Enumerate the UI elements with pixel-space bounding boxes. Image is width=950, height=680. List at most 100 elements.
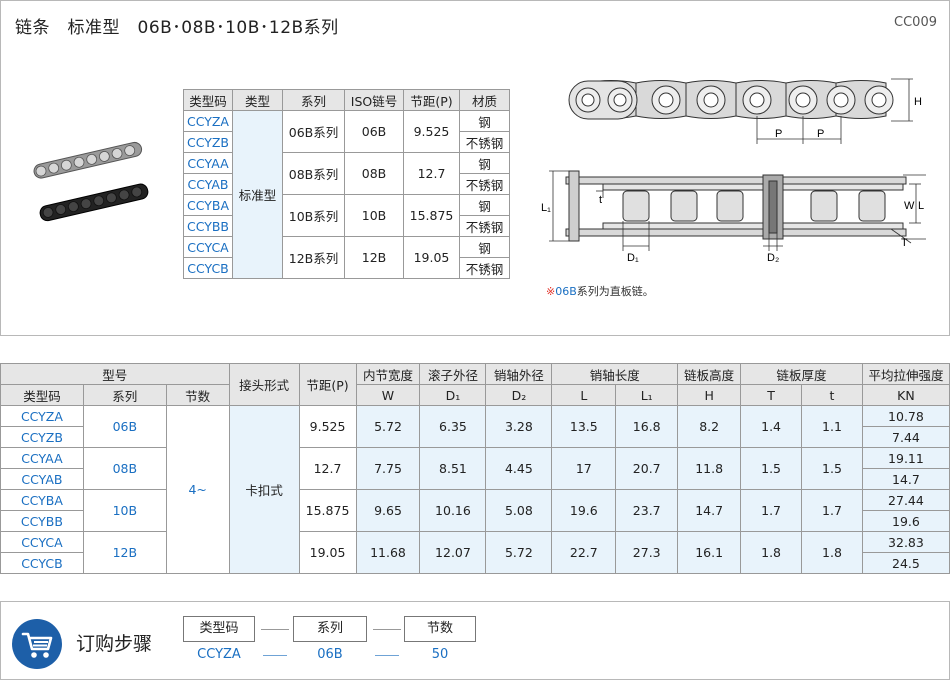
pitch-cell: 12.7 [298,447,357,490]
strength-cell: 14.7 [861,468,950,490]
dim-D2-label: D₂ [767,252,779,264]
type-code-cell: CCYAB [183,173,233,195]
pitch-cell: 12.7 [403,152,460,195]
table-row: CCYZB 7.44 [0,426,950,448]
type-code-cell: CCYBA [183,194,233,216]
col-header-pin-dia: 销轴外径 [485,363,553,385]
strength-cell: 19.6 [861,510,950,532]
pitch-cell: 15.875 [403,194,460,237]
type-code-cell: CCYBA [0,489,84,511]
H-cell: 8.2 [677,405,742,448]
strength-cell: 27.44 [861,489,950,511]
dim-T-label: T [901,237,908,249]
step-label-type-code: 类型码 [183,616,255,642]
step-connector [373,629,401,630]
L-cell: 17 [551,447,617,490]
table-row: CCYBB 19.6 [0,510,950,532]
type-code-cell: CCYAA [183,152,233,174]
type-code-cell: CCYAA [0,447,84,469]
table-row: CCYCB 24.5 [0,552,950,574]
D1-cell: 10.16 [419,489,487,532]
table-row: CCYCA 12B 19.05 11.68 12.07 5.72 22.7 27… [0,531,950,574]
D1-cell: 6.35 [419,405,487,448]
col-header-t: t [801,384,863,406]
series-cell: 12B系列 [282,236,345,279]
H-cell: 16.1 [677,531,742,574]
dim-W-label: W [904,200,915,212]
material-cell: 不锈钢 [459,131,510,153]
col-header-count: 节数 [165,384,230,406]
T-cell: 1.5 [740,447,803,490]
cart-icon [12,619,62,669]
col-header-roller-dia: 滚子外径 [419,363,487,385]
step-value-series: 06B [317,647,343,662]
series-cell: 08B系列 [282,152,345,195]
count-cell: 4~ [165,405,230,574]
series-note: ※06B系列为直板链。 [546,283,654,299]
type-code-cell: CCYCA [0,531,84,553]
col-header-T: T [740,384,803,406]
series-cell: 06B [82,405,167,448]
col-header-type-code: 类型码 [183,89,233,111]
dim-P-label: P [775,128,782,140]
D2-cell: 4.45 [485,447,553,490]
strength-cell: 7.44 [861,426,950,448]
dim-P-label: P [817,128,824,140]
series-cell: 10B [82,489,167,532]
series-cell: 10B系列 [282,194,345,237]
col-header-inner-width: 内节宽度 [355,363,421,385]
col-header-series: 系列 [282,89,345,111]
page-title: 链条 标准型 06B･08B･10B･12B系列 [15,18,339,38]
col-header-iso: ISO链号 [344,89,404,111]
strength-cell: 24.5 [861,552,950,574]
col-header-type-code: 类型码 [0,384,84,406]
dimension-table: 型号 接头形式 节距(P) 内节宽度 滚子外径 销轴外径 销轴长度 链板高度 链… [0,363,950,574]
type-code-cell: CCYZB [183,131,233,153]
pitch-cell: 9.525 [403,110,460,153]
material-cell: 钢 [459,194,510,216]
col-header-W: W [355,384,421,406]
T-cell: 1.8 [740,531,803,574]
col-header-pin-length: 销轴长度 [551,363,679,385]
D1-cell: 8.51 [419,447,487,490]
chain-side-view [568,80,894,120]
note-mark: ※ [546,285,556,298]
type-code-cell: CCYCA [183,236,233,258]
t-cell: 1.1 [801,405,863,448]
iso-cell: 12B [344,236,404,279]
material-cell: 钢 [459,110,510,132]
H-cell: 11.8 [677,447,742,490]
material-cell: 钢 [459,152,510,174]
type-name-cell: 标准型 [232,110,283,279]
W-cell: 9.65 [355,489,421,532]
W-cell: 5.72 [355,405,421,448]
step-label-count: 节数 [404,616,476,642]
L1-cell: 23.7 [615,489,679,532]
pitch-cell: 19.05 [403,236,460,279]
table-row: CCYAA 08B 12.7 7.75 8.51 4.45 17 20.7 11… [0,447,950,490]
iso-cell: 06B [344,110,404,153]
col-header-plate-thickness: 链板厚度 [740,363,863,385]
t-cell: 1.8 [801,531,863,574]
table-row: CCYBA 10B 15.875 9.65 10.16 5.08 19.6 23… [0,489,950,532]
col-header-KN: KN [861,384,950,406]
strength-cell: 19.11 [861,447,950,469]
chain-top-view [565,170,907,242]
chain-dimension-diagram: H P P L₁ t W L [541,78,926,264]
type-code-cell: CCYAB [0,468,84,490]
dim-D1-label: D₁ [627,252,639,264]
col-header-type: 类型 [232,89,283,111]
t-cell: 1.7 [801,489,863,532]
step-connector [261,629,289,630]
step-connector [263,655,287,656]
chain-photo [33,141,149,222]
pitch-cell: 19.05 [298,531,357,574]
type-code-cell: CCYZA [183,110,233,132]
series-cell: 12B [82,531,167,574]
T-cell: 1.4 [740,405,803,448]
type-spec-table: 类型码 类型 系列 ISO链号 节距(P) 材质 CCYZA 标准型 06B系列… [183,89,510,279]
material-cell: 不锈钢 [459,257,510,279]
joint-cell: 卡扣式 [228,405,300,574]
H-cell: 14.7 [677,489,742,532]
order-title: 订购步骤 [76,633,153,655]
